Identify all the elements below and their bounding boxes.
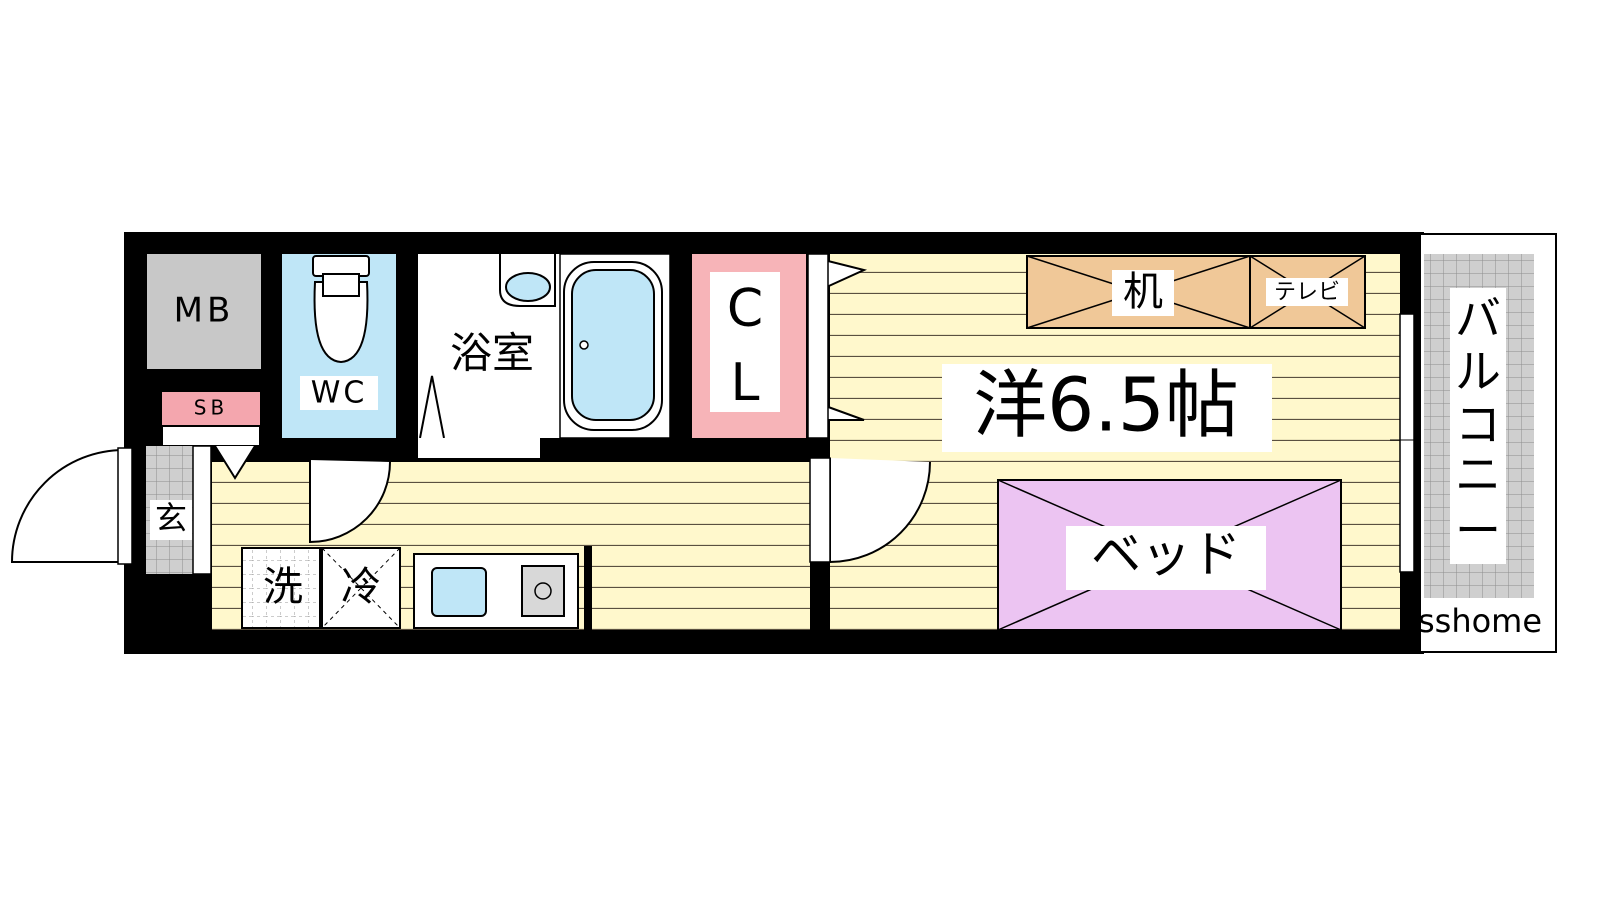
washer-label: 洗 — [263, 564, 303, 610]
balcony-char-1: バ — [1455, 292, 1501, 346]
closet-c-label: C — [727, 279, 763, 339]
entrance-label: 玄 — [155, 499, 187, 537]
balcony-char-2: ル — [1455, 345, 1501, 399]
balcony-char-3: コ — [1455, 398, 1501, 452]
meter-box-label: MB — [174, 291, 235, 331]
shoe-box — [162, 392, 260, 426]
closet-l-label: L — [731, 353, 760, 413]
fridge-label: 冷 — [341, 564, 381, 610]
shoe-box-label: SB — [194, 396, 228, 420]
meter-box — [147, 254, 261, 369]
sink — [431, 567, 487, 617]
main-room-label: 洋6.5帖 — [973, 363, 1239, 449]
main-room-door — [829, 458, 931, 564]
front-door — [10, 449, 125, 563]
watermark: sshome — [1418, 602, 1542, 640]
balcony-char-5: ー — [1455, 504, 1501, 558]
toilet-door — [309, 460, 391, 544]
stove — [521, 565, 565, 617]
tv-label: テレビ — [1274, 280, 1340, 305]
balcony-char-4: ニ — [1455, 448, 1501, 502]
desk-label: 机 — [1123, 269, 1163, 315]
toilet-label: WC — [311, 376, 368, 411]
bed-label: ベッド — [1091, 526, 1241, 584]
washer-space — [241, 547, 321, 629]
bathroom-label: 浴室 — [450, 329, 534, 378]
